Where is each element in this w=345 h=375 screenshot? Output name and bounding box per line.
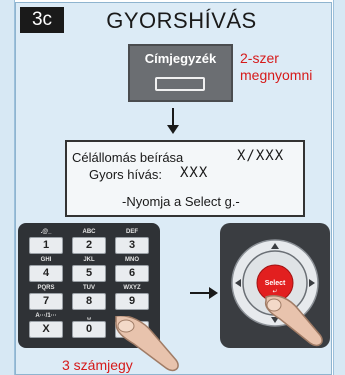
key-digit: 6: [115, 265, 149, 282]
press-twice-note-line1: 2-szer: [240, 50, 279, 66]
screen-line1-label: Célállomás beírása: [72, 150, 184, 165]
phonebook-button[interactable]: Címjegyzék: [128, 44, 233, 102]
key-letters: TUV: [83, 285, 95, 291]
key-digit: 0: [72, 321, 106, 338]
key-digit: 7: [29, 293, 63, 310]
screen-line2-value: XXX: [180, 165, 209, 181]
key-digit: 8: [72, 293, 106, 310]
key-letters: ␣: [87, 314, 91, 320]
step-badge: 3c: [20, 7, 64, 33]
key-letters: GHI: [40, 257, 52, 263]
navigation-pad: Select ↵: [220, 223, 330, 348]
press-twice-note-line2: megnyomni: [240, 67, 313, 83]
nav-pad-graphic: Select ↵: [231, 239, 319, 327]
press-twice-note: 2-szer megnyomni: [240, 50, 312, 84]
key-letters: ABC: [82, 229, 96, 235]
key-digit: 2: [72, 237, 106, 254]
lcd-screen: Célállomás beírása X/XXX Gyors hívás: XX…: [65, 140, 305, 217]
numeric-keypad: .@_ 1 ABC 2 DEF 3 GHI 4 JKL 5 MNO 6 PQRS…: [18, 223, 160, 348]
key-letters: A···/1···: [35, 313, 57, 319]
key-letters: JKL: [83, 257, 95, 263]
right-arrow-head-icon: [209, 287, 218, 299]
three-digits-note: 3 számjegy: [62, 357, 133, 373]
right-margin-strip: [333, 0, 345, 375]
screen-line3: -Nyomja a Select g.-: [122, 194, 240, 209]
key-letters: .@_: [40, 229, 52, 235]
key-digit: 4: [29, 265, 63, 282]
key-digit: 3: [115, 237, 149, 254]
select-button[interactable]: [257, 265, 293, 301]
key-letters: DEF: [126, 229, 138, 235]
key-letters: MNO: [125, 257, 139, 263]
screen-line1-value: X/XXX: [237, 148, 285, 164]
key-digit: 5: [72, 265, 106, 282]
key-digit: 1: [29, 237, 63, 254]
key-digit: X: [29, 321, 63, 338]
left-margin-strip: [0, 0, 15, 375]
phonebook-button-label: Címjegyzék: [144, 51, 217, 66]
key-letters: PQRS: [37, 285, 55, 291]
screen-line2-label: Gyors hívás:: [89, 167, 162, 182]
down-arrow-icon: [172, 108, 174, 126]
select-button-label: Select: [265, 280, 286, 287]
select-press-finger-icon: [264, 295, 323, 347]
key-letters: WXYZ: [123, 285, 141, 291]
phonebook-key-icon: [155, 77, 205, 91]
page-title: GYORSHÍVÁS: [106, 8, 257, 33]
pressing-finger-icon: [115, 316, 179, 372]
svg-text:↵: ↵: [272, 288, 277, 295]
down-arrow-head-icon: [167, 125, 179, 134]
key-digit: 9: [115, 293, 149, 310]
right-arrow-icon: [190, 292, 210, 294]
